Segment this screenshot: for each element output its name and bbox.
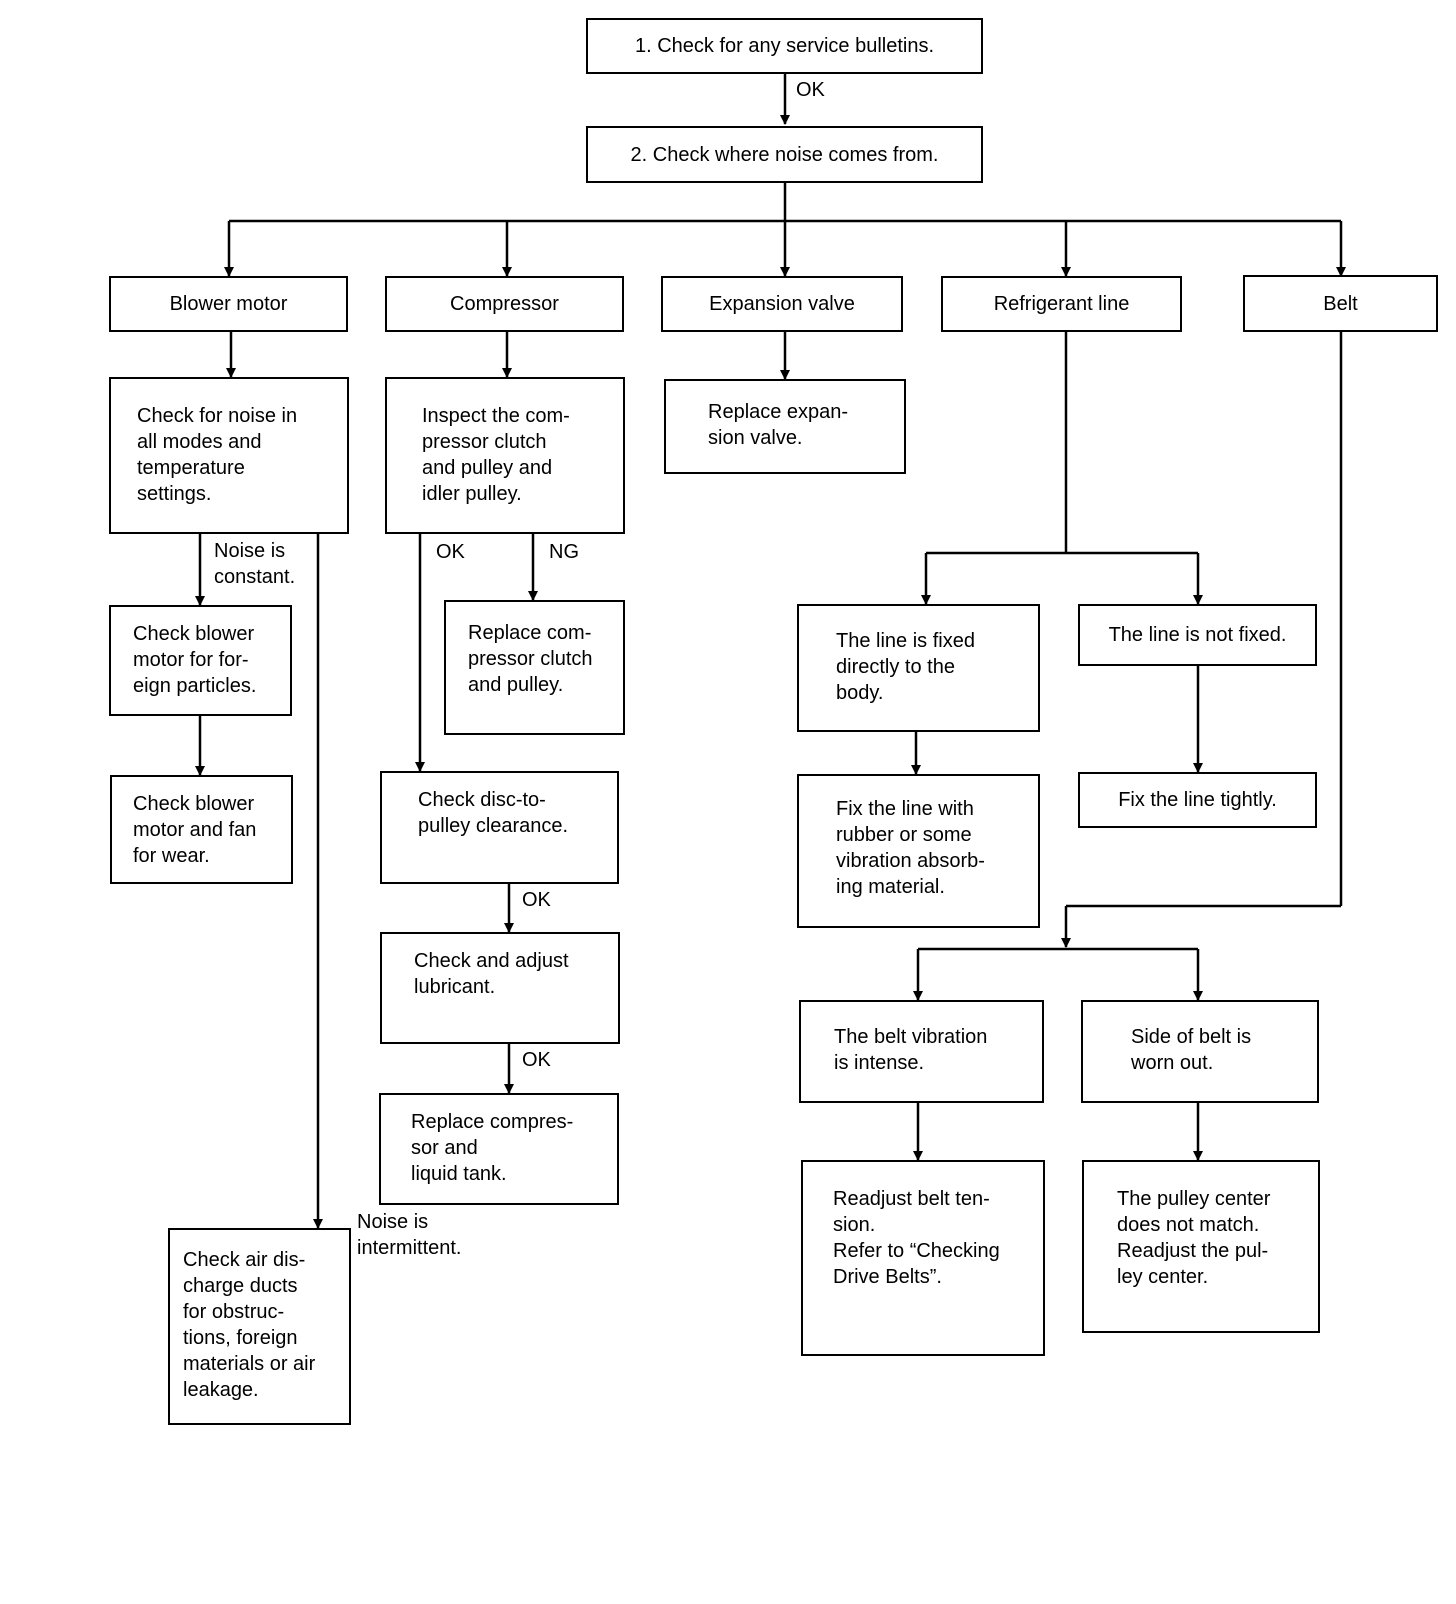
- label-ok-disc: OK: [522, 889, 551, 911]
- replace-clutch-text: Replace com- pressor clutch and pulley.: [468, 622, 593, 696]
- line-not-fixed-box: The line is not fixed.: [1078, 604, 1317, 666]
- replace-compressor-text: Replace compres- sor and liquid tank.: [411, 1111, 574, 1185]
- blower-motor-text: Blower motor: [169, 293, 288, 315]
- replace-expansion-box: Replace expan- sion valve.: [664, 379, 906, 474]
- belt-box: Belt: [1243, 275, 1438, 332]
- refrigerant-line-text: Refrigerant line: [993, 293, 1130, 315]
- pulley-center-text: The pulley center does not match. Readju…: [1117, 1188, 1271, 1288]
- lubricant-text: Check and adjust lubricant.: [414, 950, 569, 998]
- belt-readjust-text: Readjust belt ten- sion. Refer to “Check…: [833, 1188, 1000, 1288]
- line-tight-box: Fix the line tightly.: [1078, 772, 1317, 828]
- compressor-inspect-box: Inspect the com- pressor clutch and pull…: [385, 377, 625, 534]
- line-rubber-text: Fix the line with rubber or some vibrati…: [836, 798, 985, 898]
- belt-side-box: Side of belt is worn out.: [1081, 1000, 1319, 1103]
- line-fixed-text: The line is fixed directly to the body.: [836, 630, 975, 704]
- lubricant-box: Check and adjust lubricant.: [380, 932, 620, 1044]
- line-tight-text: Fix the line tightly.: [1118, 789, 1277, 811]
- label-ok-lube: OK: [522, 1049, 551, 1071]
- blower-wear-box: Check blower motor and fan for wear.: [110, 775, 293, 884]
- label-noise-intermittent: Noise is intermittent.: [357, 1211, 462, 1259]
- line-not-fixed-text: The line is not fixed.: [1108, 624, 1287, 646]
- pulley-center-box: The pulley center does not match. Readju…: [1082, 1160, 1320, 1333]
- compressor-text: Compressor: [450, 293, 559, 315]
- step2-box: 2. Check where noise comes from.: [586, 126, 983, 183]
- compressor-inspect-text: Inspect the com- pressor clutch and pull…: [422, 405, 570, 505]
- blower-particles-box: Check blower motor for for- eign particl…: [109, 605, 292, 716]
- belt-vibration-box: The belt vibration is intense.: [799, 1000, 1044, 1103]
- replace-compressor-box: Replace compres- sor and liquid tank.: [379, 1093, 619, 1205]
- step1-text: 1. Check for any service bulletins.: [634, 35, 935, 57]
- disc-clearance-box: Check disc-to- pulley clearance.: [380, 771, 619, 884]
- label-ng-compressor: NG: [549, 541, 579, 563]
- belt-vibration-text: The belt vibration is intense.: [834, 1026, 988, 1074]
- blower-check-box: Check for noise in all modes and tempera…: [109, 377, 349, 534]
- replace-expansion-text: Replace expan- sion valve.: [708, 401, 849, 449]
- label-ok-compressor: OK: [436, 541, 465, 563]
- air-ducts-box: Check air dis- charge ducts for obstruc-…: [168, 1228, 351, 1425]
- label-ok-top: OK: [796, 79, 825, 101]
- belt-readjust-box: Readjust belt ten- sion. Refer to “Check…: [801, 1160, 1045, 1356]
- blower-check-text: Check for noise in all modes and tempera…: [137, 405, 298, 505]
- blower-particles-text: Check blower motor for for- eign particl…: [133, 623, 257, 697]
- expansion-valve-text: Expansion valve: [709, 293, 855, 315]
- replace-clutch-box: Replace com- pressor clutch and pulley.: [444, 600, 625, 735]
- step1-box: 1. Check for any service bulletins.: [586, 18, 983, 74]
- disc-clearance-text: Check disc-to- pulley clearance.: [418, 789, 569, 837]
- compressor-box: Compressor: [385, 276, 624, 332]
- line-fixed-box: The line is fixed directly to the body.: [797, 604, 1040, 732]
- label-noise-constant: Noise is constant.: [214, 540, 296, 588]
- blower-motor-box: Blower motor: [109, 276, 348, 332]
- air-ducts-text: Check air dis- charge ducts for obstruc-…: [183, 1249, 316, 1401]
- refrigerant-line-box: Refrigerant line: [941, 276, 1182, 332]
- belt-side-text: Side of belt is worn out.: [1131, 1026, 1252, 1074]
- line-rubber-box: Fix the line with rubber or some vibrati…: [797, 774, 1040, 928]
- belt-text: Belt: [1323, 292, 1358, 315]
- expansion-valve-box: Expansion valve: [661, 276, 903, 332]
- step2-text: 2. Check where noise comes from.: [630, 143, 939, 166]
- blower-wear-text: Check blower motor and fan for wear.: [133, 793, 257, 867]
